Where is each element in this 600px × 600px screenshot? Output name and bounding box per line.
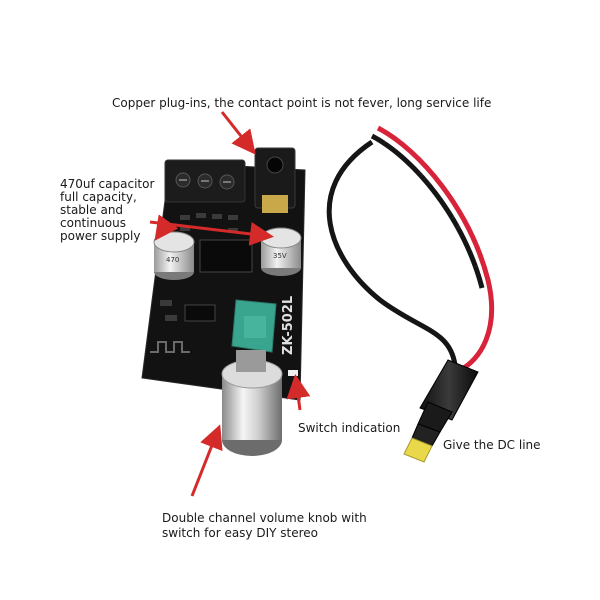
- volume-knob: [221, 350, 283, 456]
- capacitor-caption-line: continuous: [60, 216, 126, 230]
- smd-chip: [184, 304, 216, 322]
- knob-caption: Double channel volume knob with switch f…: [162, 511, 382, 541]
- antenna-trace: [150, 341, 190, 353]
- capacitor-caption-line: stable and: [60, 203, 124, 217]
- arrow-to-right-cap: [149, 220, 274, 246]
- capacitor-left: 470: [153, 231, 195, 280]
- amplifier-chip: [199, 239, 253, 273]
- amplifier-board: 470 35V ZK-502L: [141, 147, 306, 401]
- dc-jack: [254, 147, 296, 213]
- copper-plugins-caption: Copper plug-ins, the contact point is no…: [112, 96, 492, 110]
- screw-terminal: [164, 159, 246, 203]
- knob-caption-line: Double channel volume knob with: [162, 511, 367, 525]
- dc-cable: [326, 125, 495, 463]
- dc-line-caption: Give the DC line: [443, 438, 541, 452]
- arrow-to-knob: [190, 424, 223, 497]
- dc-plug: [403, 359, 479, 463]
- callout-arrows: [149, 111, 311, 497]
- capacitor-caption: 470uf capacitor full capacity, stable an…: [60, 178, 170, 243]
- capacitor-caption-line: 470uf capacitor: [60, 177, 155, 191]
- arrow-to-led: [286, 374, 311, 411]
- switch-indication-caption: Switch indication: [298, 421, 401, 435]
- capacitor-caption-line: full capacity,: [60, 190, 137, 204]
- capacitor-left-label: 470: [166, 256, 179, 264]
- knob-caption-line: switch for easy DIY stereo: [162, 526, 318, 540]
- volume-potentiometer: [231, 299, 277, 353]
- capacitor-right-label: 35V: [273, 252, 287, 260]
- board-model-label: ZK-502L: [281, 296, 296, 355]
- arrow-to-jack: [220, 111, 256, 155]
- switch-led: [288, 370, 298, 376]
- capacitor-caption-line: power supply: [60, 229, 141, 243]
